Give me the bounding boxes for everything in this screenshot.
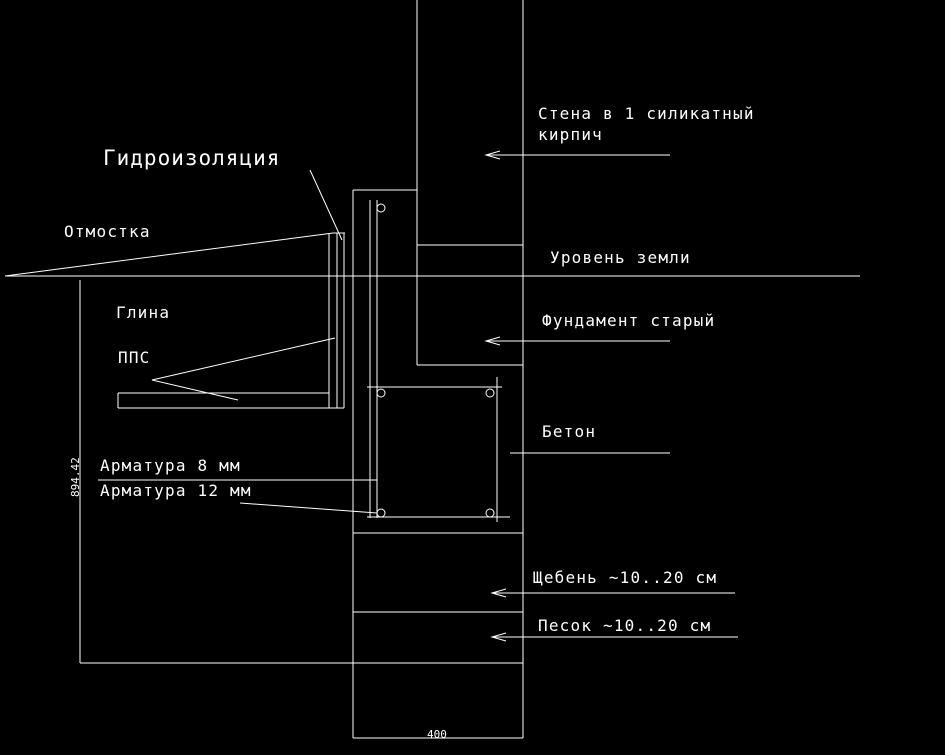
wall	[416, 0, 524, 365]
label-sand: Песок ~10..20 см	[538, 616, 711, 635]
label-old-foundation: Фундамент старый	[542, 311, 715, 330]
dimension-width: 400	[427, 728, 447, 741]
insulation-layer	[117, 233, 345, 409]
label-clay: Глина	[116, 303, 170, 322]
excavation-outline	[79, 280, 523, 664]
label-gravel: Щебень ~10..20 см	[533, 568, 717, 587]
label-rebar-12: Арматура 12 мм	[100, 481, 252, 500]
dimension-depth: 894.42	[69, 457, 82, 497]
new-foundation	[352, 189, 524, 739]
blind-area	[4, 232, 345, 277]
dimensions: 894.42 400	[69, 457, 447, 741]
label-ground-level: Уровень земли	[550, 248, 691, 267]
old-foundation	[417, 244, 523, 366]
leaders	[98, 150, 738, 642]
label-wall-line1: Стена в 1 силикатный	[538, 104, 755, 123]
label-concrete: Бетон	[542, 422, 596, 441]
label-blind-area: Отмостка	[64, 222, 151, 241]
rebar-cage	[367, 200, 510, 522]
label-waterproofing: Гидроизоляция	[103, 146, 280, 170]
label-rebar-8: Арматура 8 мм	[100, 456, 241, 475]
label-wall-line2: кирпич	[538, 125, 603, 144]
labels: Стена в 1 силикатный кирпич Гидроизоляци…	[64, 104, 755, 635]
label-pps: ППС	[118, 348, 151, 367]
